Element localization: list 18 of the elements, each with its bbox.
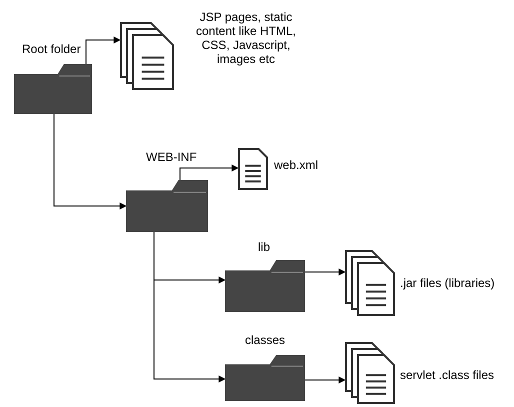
folder-label: Root folder [22, 42, 81, 56]
file-description: servlet .class files [400, 368, 494, 382]
file-description: web.xml [274, 158, 318, 172]
file-description: JSP pages, static content like HTML, CSS, Javascript, images etc [194, 10, 298, 66]
document-icon [238, 148, 268, 190]
documents-icon [120, 22, 174, 90]
folder-label: WEB-INF [146, 150, 197, 164]
file-description: .jar files (libraries) [400, 276, 495, 290]
documents-icon [345, 250, 395, 316]
arrow [86, 36, 121, 64]
arrow [304, 376, 346, 384]
documents-icon [345, 342, 395, 404]
arrow [54, 114, 127, 210]
folder-label: lib [258, 240, 270, 254]
arrow [180, 164, 239, 180]
arrow [304, 268, 346, 276]
folder-label: classes [245, 333, 286, 347]
arrow [154, 232, 226, 382]
